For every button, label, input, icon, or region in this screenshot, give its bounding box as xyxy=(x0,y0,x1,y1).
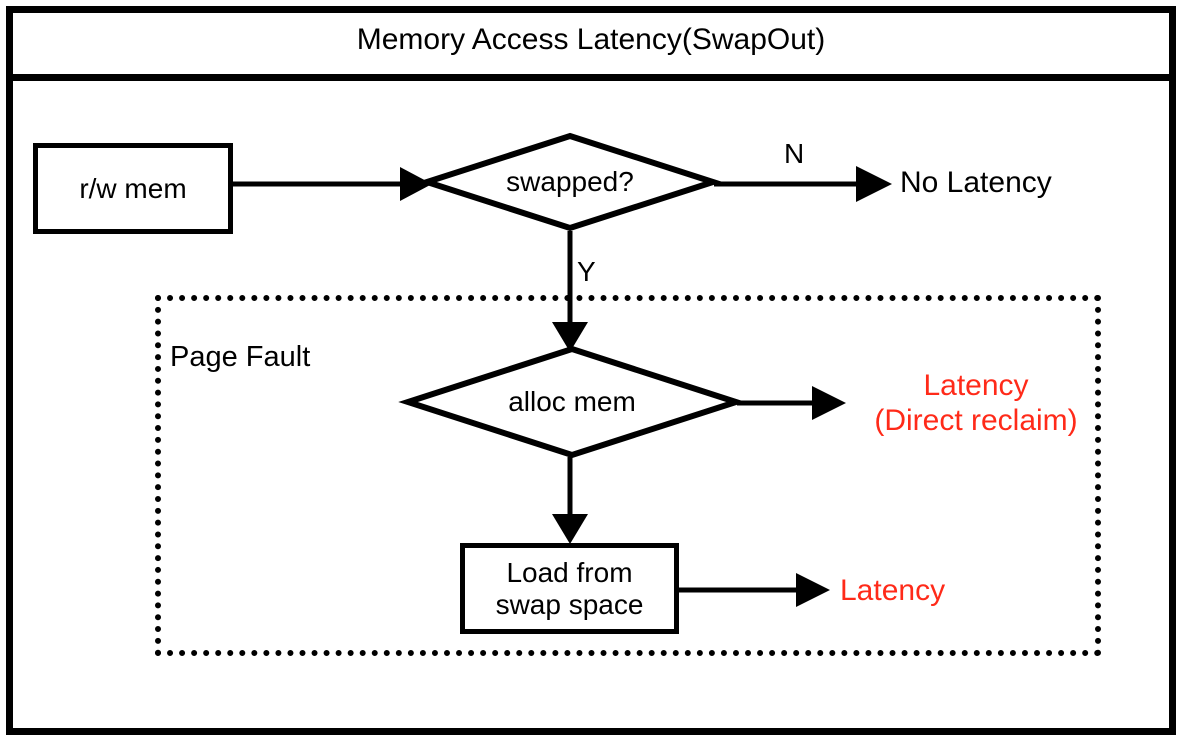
page-fault-group-box xyxy=(155,295,1101,656)
node-load-from-swap-space[interactable]: Load from swap space xyxy=(460,543,679,634)
node-swapped[interactable]: swapped? xyxy=(417,132,723,232)
node-latency: Latency xyxy=(840,574,946,607)
edge-label-n: N xyxy=(784,138,805,169)
diamond-shape-icon xyxy=(417,132,723,232)
node-rw-mem[interactable]: r/w mem xyxy=(33,143,233,234)
node-no-latency: No Latency xyxy=(900,166,1052,199)
node-rw-mem-label: r/w mem xyxy=(79,172,187,204)
diamond-shape-icon xyxy=(398,345,746,459)
page-title: Memory Access Latency(SwapOut) xyxy=(356,23,826,56)
node-alloc-mem-label: alloc mem xyxy=(508,386,636,417)
node-latency-direct-line1: Latency xyxy=(923,369,1029,402)
diagram-title-bar: Memory Access Latency(SwapOut) xyxy=(6,6,1176,81)
node-load-swap-line1: Load from xyxy=(506,557,633,589)
node-swapped-label: swapped? xyxy=(506,166,634,197)
page-fault-group-label: Page Fault xyxy=(170,341,311,373)
node-alloc-mem[interactable]: alloc mem xyxy=(398,345,746,459)
node-latency-direct-reclaim: Latency (Direct reclaim) xyxy=(862,368,1090,439)
node-latency-direct-line2: (Direct reclaim) xyxy=(874,404,1078,438)
edge-label-y: Y xyxy=(577,256,596,287)
node-load-swap-line2: swap space xyxy=(495,588,644,620)
